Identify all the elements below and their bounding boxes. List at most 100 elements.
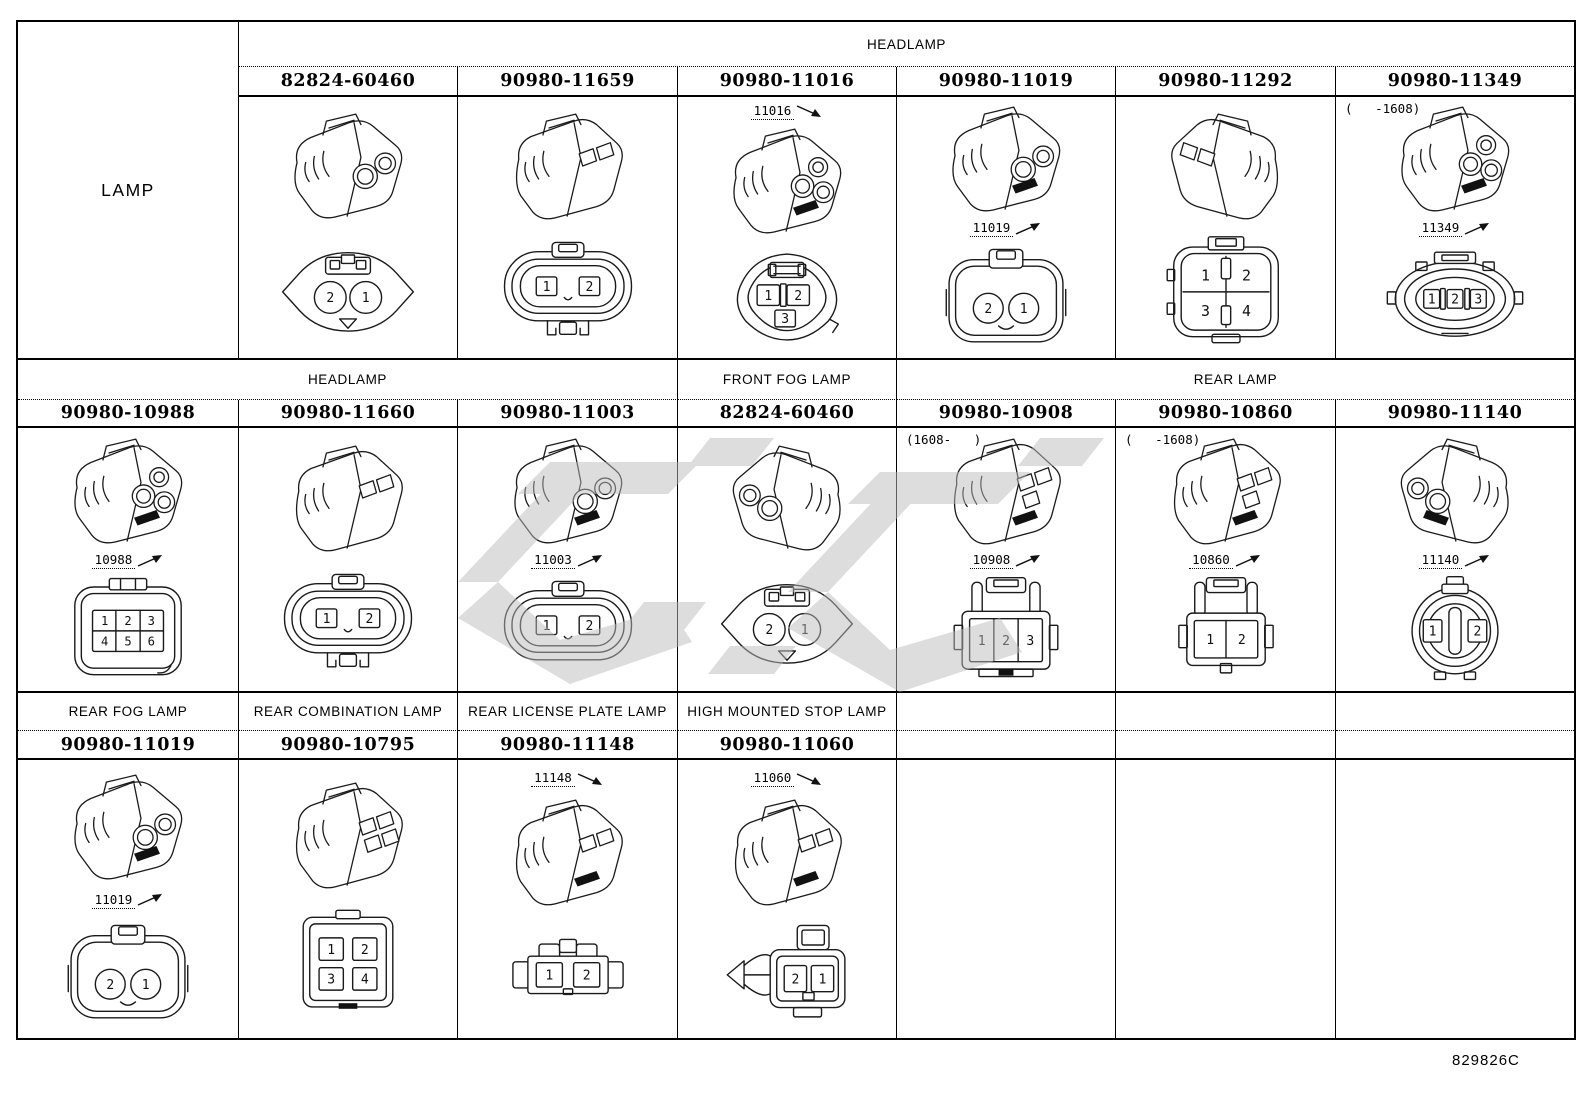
svg-text:3: 3 — [781, 312, 789, 327]
part-number: 90980-11349 — [1387, 71, 1523, 91]
category-label: REAR LAMP — [1193, 372, 1278, 387]
category-label: REAR FOG LAMP — [68, 704, 188, 719]
svg-text:2: 2 — [1473, 625, 1481, 640]
callout-text: 11019 — [969, 220, 1014, 237]
part-number: 90980-11660 — [280, 403, 416, 423]
svg-text:2: 2 — [585, 619, 593, 634]
part-number-cell: 90980-11016 — [678, 67, 897, 97]
date-range-note: ( -1608) — [1345, 101, 1421, 116]
part-number-cell: 90980-11140 — [1336, 400, 1574, 428]
callout-arrow-icon — [138, 894, 163, 906]
connector-iso-drawing — [493, 434, 643, 548]
doc-code: 829826C — [1452, 1052, 1520, 1069]
svg-text:1: 1 — [542, 619, 550, 634]
svg-text:1: 1 — [323, 612, 331, 627]
part-number-cell: 82824-60460 — [239, 67, 458, 97]
connector-cell — [1116, 760, 1336, 1038]
svg-text:2: 2 — [984, 302, 992, 317]
svg-text:1: 1 — [801, 623, 809, 638]
part-number-cell: 90980-11019 — [18, 731, 239, 760]
part-number: 90980-11016 — [719, 71, 855, 91]
svg-text:3: 3 — [1474, 292, 1482, 307]
callout-label: 10908 — [969, 552, 1043, 570]
svg-text:1: 1 — [142, 977, 150, 992]
lamp-row-header-cell: LAMP — [18, 22, 239, 360]
svg-text:1: 1 — [327, 943, 335, 958]
svg-text:2: 2 — [1451, 292, 1459, 307]
category-header-cell — [1336, 693, 1574, 731]
part-number-cell: 90980-10860 — [1116, 400, 1336, 428]
part-number: 90980-11292 — [1158, 71, 1293, 91]
connector-iso-drawing — [712, 441, 862, 555]
category-header-cell: REAR COMBINATION LAMP — [239, 693, 458, 731]
svg-text:4: 4 — [361, 973, 369, 988]
svg-text:1: 1 — [542, 280, 550, 295]
callout-arrow-icon — [577, 554, 602, 567]
callout-label: 11148 — [531, 770, 604, 788]
svg-text:1: 1 — [1429, 625, 1437, 640]
callout-text: 10908 — [969, 552, 1014, 569]
callout-text: 11016 — [750, 103, 795, 120]
svg-text:2: 2 — [106, 977, 114, 992]
svg-text:3: 3 — [148, 614, 155, 628]
svg-text:2: 2 — [794, 289, 802, 304]
part-number: 90980-11140 — [1387, 403, 1523, 423]
svg-text:2: 2 — [124, 614, 131, 628]
svg-text:1: 1 — [1206, 633, 1214, 648]
callout-text: 11003 — [531, 552, 575, 569]
category-header-cell: FRONT FOG LAMP — [678, 360, 897, 400]
part-number-cell: 90980-11148 — [458, 731, 678, 760]
callout-arrow-icon — [1465, 222, 1490, 235]
callout-arrow-icon — [577, 772, 602, 785]
svg-text:1: 1 — [101, 614, 108, 628]
svg-text:1: 1 — [978, 634, 986, 649]
part-number-cell: 90980-11003 — [458, 400, 678, 428]
connector-iso-drawing — [1151, 109, 1301, 223]
svg-text:2: 2 — [791, 972, 799, 987]
connector-cell: 11003 1 2 — [458, 428, 678, 693]
connector-iso-drawing — [273, 109, 423, 223]
svg-text:3: 3 — [327, 973, 335, 988]
svg-text:1: 1 — [545, 968, 553, 983]
svg-text:2: 2 — [326, 291, 334, 306]
category-header-cell: REAR LAMP — [897, 360, 1574, 400]
connector-iso-drawing — [53, 434, 203, 548]
svg-text:3: 3 — [1200, 302, 1209, 320]
callout-arrow-icon — [1465, 554, 1490, 567]
callout-label: 11016 — [750, 102, 824, 120]
callout-arrow-icon — [1016, 554, 1041, 567]
svg-text:2: 2 — [1002, 634, 1010, 649]
part-number-cell: 90980-10908 — [897, 400, 1116, 428]
connector-iso-drawing — [273, 441, 423, 555]
svg-text:4: 4 — [101, 635, 108, 649]
connector-cell — [897, 760, 1116, 1038]
svg-text:1: 1 — [1020, 302, 1028, 317]
callout-arrow-icon — [797, 772, 822, 785]
part-number-cell: 90980-11659 — [458, 67, 678, 97]
part-number: 90980-11019 — [60, 734, 196, 755]
connector-iso-drawing — [931, 434, 1081, 548]
part-number-cell: 90980-11349 — [1336, 67, 1574, 97]
connector-iso-drawing — [493, 795, 643, 909]
callout-arrow-icon — [1235, 554, 1260, 567]
